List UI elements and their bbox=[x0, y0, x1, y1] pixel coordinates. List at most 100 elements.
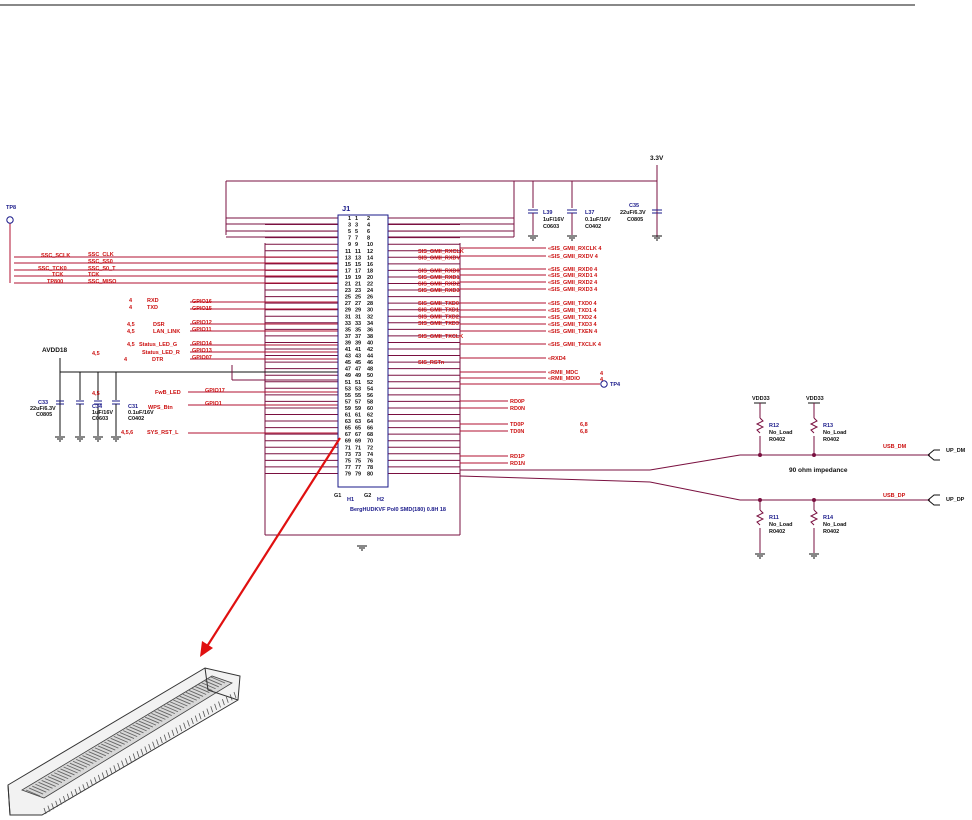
pin-number: 36 bbox=[367, 327, 373, 333]
pin-number: 11 bbox=[345, 249, 351, 255]
pin-number-inner: 1 bbox=[355, 216, 358, 222]
resistor bbox=[755, 417, 765, 434]
net-label: «SIS_GMII_RXD1 4 bbox=[548, 273, 598, 279]
pin-number-inner: 21 bbox=[355, 282, 361, 288]
pin-number: 65 bbox=[345, 426, 351, 432]
pin-number: 23 bbox=[345, 288, 351, 294]
connector-pin-line bbox=[123, 730, 138, 738]
connector-pin-line bbox=[50, 774, 66, 782]
pin-number-inner: 59 bbox=[355, 406, 361, 412]
net-label: SIS_GMII_RXD3 bbox=[418, 288, 460, 294]
connector-h2: H2 bbox=[377, 497, 384, 503]
net-gpio: GPIO1 bbox=[205, 401, 222, 407]
connector-lead bbox=[187, 720, 190, 727]
pin-number-inner: 53 bbox=[355, 386, 361, 392]
resistor-pkg: R0402 bbox=[769, 529, 785, 535]
resistor-ref: R14 bbox=[823, 515, 834, 521]
pin-number: 79 bbox=[345, 471, 351, 477]
pin-number-inner: 79 bbox=[355, 471, 361, 477]
connector-lead bbox=[78, 786, 82, 793]
pin-number-inner: 37 bbox=[355, 334, 361, 340]
pin-number: 28 bbox=[367, 301, 373, 307]
connector-lead bbox=[202, 710, 206, 718]
pin-number: 1 bbox=[348, 216, 351, 222]
connector-pin-line bbox=[88, 751, 103, 759]
pin-number-inner: 5 bbox=[355, 229, 358, 235]
pin-number: 6 bbox=[367, 229, 370, 235]
pin-number-inner: 45 bbox=[355, 360, 361, 366]
connector-lead bbox=[233, 691, 237, 699]
connector-lead bbox=[152, 741, 155, 748]
net-label: LAN_LINK bbox=[153, 329, 180, 335]
pin-number-inner: 47 bbox=[355, 367, 361, 373]
pin-number-inner: 61 bbox=[355, 413, 361, 419]
usb-section: VDD33 VDD33 R12 No_Load R0402 R13 No_Loa… bbox=[752, 396, 966, 535]
net-label: DSR bbox=[153, 322, 165, 328]
connector-pin-line bbox=[192, 688, 207, 695]
pin-number-inner: 49 bbox=[355, 373, 361, 379]
pin-number-inner: 27 bbox=[355, 301, 361, 307]
connector-pin-line bbox=[38, 781, 53, 789]
connector-pin-line bbox=[54, 772, 69, 780]
connector-pin-line bbox=[107, 739, 122, 747]
connector-lead bbox=[144, 746, 148, 753]
testpoint-tp4 bbox=[600, 380, 608, 388]
pin-number: 27 bbox=[345, 301, 351, 307]
connector-j1: J1 H1 H2 G1 G2 BergHUDKVF PoI0 SMD(180) … bbox=[334, 204, 446, 513]
pin-number: 53 bbox=[345, 386, 351, 392]
pin-number-inner: 11 bbox=[355, 249, 361, 255]
connector-lead bbox=[218, 701, 221, 708]
pin-number-inner: 67 bbox=[355, 432, 361, 438]
net-label: «SIS_GMII_TXD3 4 bbox=[548, 322, 598, 328]
pin-number: 51 bbox=[345, 380, 351, 386]
connector-lead bbox=[101, 772, 105, 779]
pin-number: 45 bbox=[345, 360, 351, 366]
avdd-label: AVDD18 bbox=[42, 347, 68, 354]
net-index: 6,8 bbox=[580, 422, 588, 428]
right-net-outer: «SIS_GMII_RXCLK 4«SIS_GMII_RXDV 4«SIS_GM… bbox=[548, 246, 602, 382]
pin-number: 17 bbox=[345, 268, 351, 274]
connector-pin-line bbox=[151, 712, 166, 720]
pin-number: 22 bbox=[367, 282, 373, 288]
pin-number: 8 bbox=[367, 236, 370, 242]
connector-lead bbox=[113, 765, 117, 772]
resistor-pkg: R0402 bbox=[823, 529, 839, 535]
pin-number-inner: 13 bbox=[355, 255, 361, 261]
pin-number: 26 bbox=[367, 295, 373, 301]
connector-pin-line bbox=[82, 755, 97, 762]
net-label: DTR bbox=[152, 357, 163, 363]
net-label: Status_LED_R bbox=[142, 350, 180, 356]
net-label: SIS_GMII_TXD3 bbox=[418, 321, 459, 327]
pins-left: 1357911131517192123252729313335373941434… bbox=[345, 216, 361, 477]
connector-pin-line bbox=[66, 764, 81, 772]
pin-number: 30 bbox=[367, 308, 373, 314]
net-label: SIS_GMII_TXD0 bbox=[418, 301, 459, 307]
cap-value: 1uF/16V bbox=[543, 217, 564, 223]
pin-number: 15 bbox=[345, 262, 351, 268]
connector-pin-line bbox=[198, 684, 213, 692]
pin-number-inner: 73 bbox=[355, 452, 361, 458]
connector-pin-line bbox=[132, 724, 147, 732]
pin-number: 66 bbox=[367, 426, 373, 432]
net-label: SSC_TCK0 bbox=[38, 266, 67, 272]
pin-number: 54 bbox=[367, 386, 374, 392]
resistor-ref: R12 bbox=[769, 423, 779, 429]
wire-segment bbox=[459, 475, 651, 483]
connector-edge bbox=[7, 667, 239, 816]
pin-number: 29 bbox=[345, 308, 351, 314]
connector-pin-line bbox=[182, 693, 197, 701]
net-label: «RMII_MDC bbox=[548, 370, 578, 376]
right-net-misc: 4 4 RD0P RD0N TD0P TD0N 6,8 6,8 RD1P RD1… bbox=[510, 371, 604, 467]
net-label: «SIS_GMII_TXCLK 4 bbox=[548, 342, 602, 348]
net-label: WPS_Btn bbox=[148, 405, 173, 411]
cap-value: 0.1uF/16V bbox=[128, 410, 154, 416]
connector-lead bbox=[86, 781, 90, 789]
connector-g1: G1 bbox=[334, 493, 341, 499]
pin-number: 49 bbox=[345, 373, 351, 379]
pin-number: 58 bbox=[367, 399, 373, 405]
connector-lead bbox=[121, 760, 124, 767]
connector-pin-line bbox=[113, 735, 128, 743]
connector-lead bbox=[66, 793, 70, 800]
net-label: «SIS_GMII_RXD2 4 bbox=[548, 280, 598, 286]
connector-lead bbox=[225, 696, 229, 703]
